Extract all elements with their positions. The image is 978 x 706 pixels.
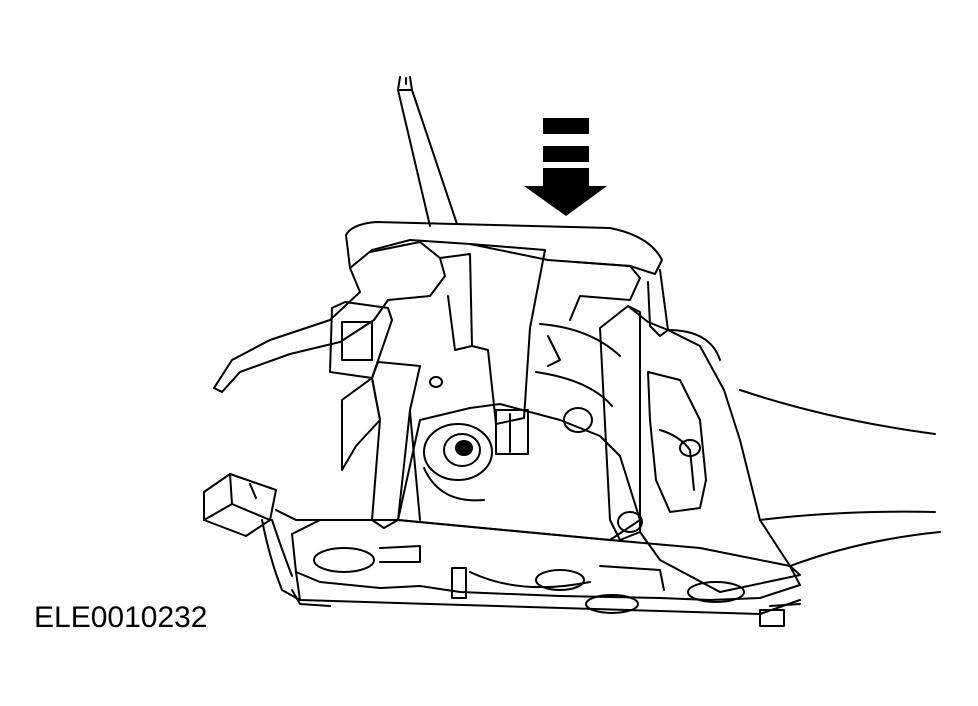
arrow-down-icon: [524, 118, 607, 216]
bezel-trim: [214, 222, 668, 424]
gear-lever-shaft: [398, 77, 457, 226]
electrical-connector: [204, 474, 320, 600]
figure-reference-code: ELE0010232: [34, 601, 208, 634]
gear-selector-mechanism: [292, 302, 940, 626]
